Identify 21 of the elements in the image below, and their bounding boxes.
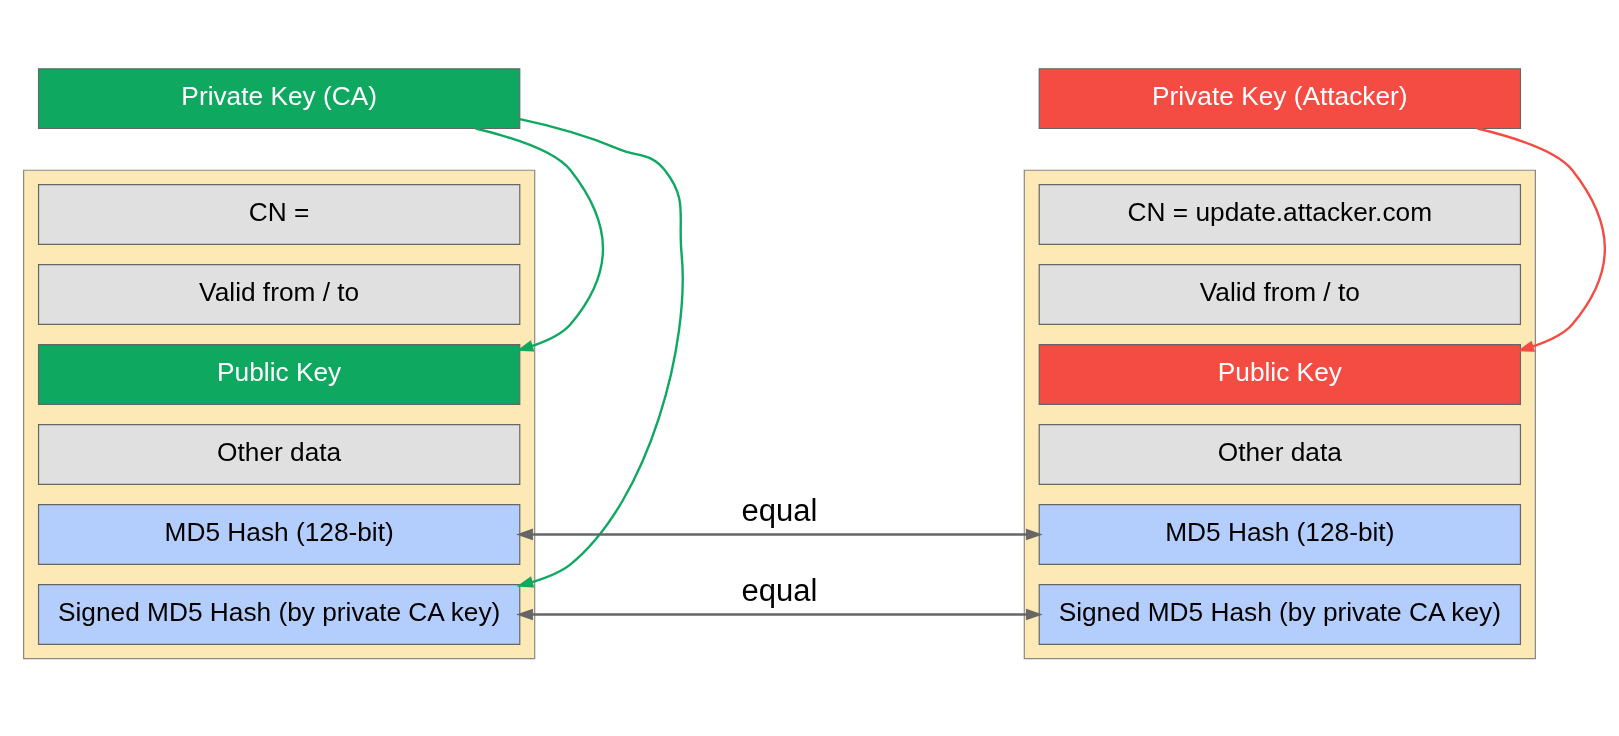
node-box: Other data bbox=[37, 423, 521, 485]
edge-label: equal bbox=[741, 492, 818, 528]
node-box: Signed MD5 Hash (by private CA key) bbox=[1038, 583, 1522, 645]
arrow bbox=[1477, 126, 1606, 352]
node-box: Private Key (Attacker) bbox=[1038, 67, 1522, 129]
arrow bbox=[516, 608, 1043, 620]
node-box: MD5 Hash (128-bit) bbox=[37, 503, 521, 565]
node-box: CN = bbox=[37, 183, 521, 245]
node-box: Valid from / to bbox=[37, 263, 521, 325]
node-box: Public Key bbox=[37, 343, 521, 405]
node-box: Signed MD5 Hash (by private CA key) bbox=[37, 583, 521, 645]
node-box: Public Key bbox=[1038, 343, 1522, 405]
node-box: Valid from / to bbox=[1038, 263, 1522, 325]
node-box: Private Key (CA) bbox=[37, 67, 521, 129]
arrow bbox=[516, 117, 684, 588]
edge-label: equal bbox=[741, 572, 818, 608]
node-box: CN = update.attacker.com bbox=[1038, 183, 1522, 245]
node-box: MD5 Hash (128-bit) bbox=[1038, 503, 1522, 565]
node-box: Other data bbox=[1038, 423, 1522, 485]
arrow bbox=[516, 528, 1043, 540]
arrow bbox=[475, 126, 605, 352]
